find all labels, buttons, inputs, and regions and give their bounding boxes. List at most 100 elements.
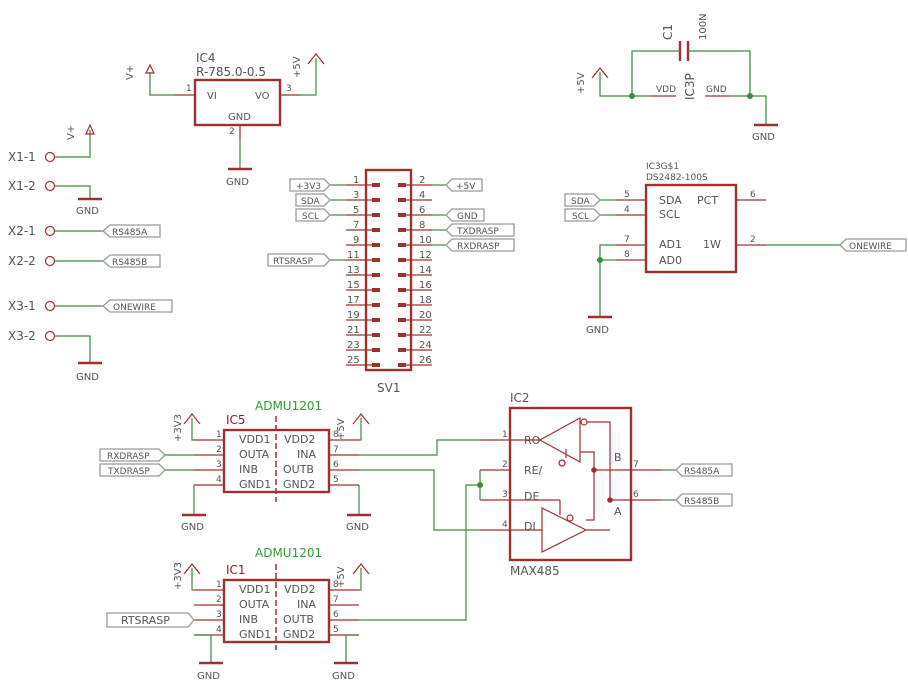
pin-label: AD1 — [659, 238, 682, 251]
net-label-text: RS485B — [684, 497, 719, 507]
driver-buffer — [541, 507, 588, 553]
net-label-gnd — [445, 208, 485, 222]
pin-label: GND1 — [239, 628, 271, 641]
net-label-sda — [295, 193, 331, 207]
connector-x2-2: X2-2 RS485B — [8, 254, 161, 268]
pin-number: 18 — [419, 295, 432, 306]
pin-number: 17 — [347, 295, 360, 306]
connector-x3-1: X3-1 ONEWIRE — [8, 299, 173, 313]
net-label-rxdrasp — [445, 238, 515, 252]
sv1-left-stubs — [346, 183, 432, 367]
gnd-label: GND — [226, 177, 249, 188]
part-name: IC3P — [683, 73, 697, 100]
pin-label: OUTB — [283, 463, 314, 476]
pin-number: 7 — [624, 235, 630, 245]
pin-number: 1 — [186, 84, 192, 94]
net-label-rtsrasp — [106, 612, 195, 628]
net-label-text: SDA — [571, 197, 590, 207]
pin-label: 1W — [703, 238, 721, 251]
part-name: IC1 — [226, 563, 246, 577]
ic3-ds2482: IC3G$1 DS2482-100S SDA SCL AD1 AD0 PCT 1… — [564, 162, 907, 336]
pin-number: 3 — [353, 190, 359, 201]
pin-number: 9 — [353, 235, 359, 246]
sv1-left-pin-numbers: 1 3 5 7 9 11 13 15 17 19 21 23 25 — [347, 175, 360, 366]
net-label-rtsrasp — [267, 253, 331, 267]
pin-label: INA — [297, 448, 316, 461]
pin-number: 25 — [347, 355, 360, 366]
pin-number: 3 — [216, 460, 222, 470]
pin-number: 5 — [333, 625, 339, 635]
net-label-text: RS485A — [112, 228, 148, 238]
supply-label: +5V — [336, 566, 347, 588]
connector-x3-2: X3-2 GND — [8, 329, 102, 383]
net-label-text: RXDRASP — [107, 452, 150, 462]
pin-number: 23 — [347, 340, 360, 351]
part-value: R-785.0-0.5 — [196, 65, 266, 79]
net-label-onewire — [102, 299, 173, 313]
pin-label: PCT — [697, 194, 718, 207]
gnd-label: GND — [332, 671, 355, 682]
pin-number: 14 — [419, 265, 432, 276]
part-name: IC5 — [226, 413, 246, 427]
v5-symbol — [352, 563, 370, 575]
part-name: SV1 — [377, 381, 400, 395]
pin-label: VDD1 — [239, 583, 270, 596]
pin-number: 6 — [750, 190, 756, 200]
pin-number: 3 — [286, 84, 292, 94]
net-label-text: SCL — [572, 212, 589, 222]
ic5-admu1201: ADMU1201 IC5 VDD1 OUTA INB GND1 VDD2 INA… — [99, 399, 371, 533]
net-label-sda — [564, 193, 601, 207]
connector-x1-2: X1-2 GND — [8, 179, 102, 217]
net-label-rs485a — [675, 463, 733, 477]
connectors: X1-1 V+ X1-2 GND X2-1 RS485A X2-2 RS485B — [8, 123, 173, 383]
pin-number: 8 — [419, 220, 425, 231]
pin-label: OUTB — [283, 613, 314, 626]
pin-number: 8 — [333, 580, 339, 590]
ic1-admu1201: ADMU1201 IC1 VDD1 OUTA INB GND1 VDD2 INA… — [106, 546, 370, 682]
pin-label: VDD2 — [284, 433, 315, 446]
pin-number: 7 — [333, 445, 339, 455]
pin-label: DI — [524, 520, 536, 533]
pin-number: 12 — [419, 250, 432, 261]
net-label-text: SCL — [302, 212, 319, 222]
pin-number: 1 — [353, 175, 359, 186]
supply-label: +3V3 — [173, 414, 184, 442]
pin-number: 11 — [347, 250, 360, 261]
gnd-label: GND — [197, 671, 220, 682]
part-value: ADMU1201 — [255, 399, 322, 413]
pin-number: 6 — [333, 460, 339, 470]
connector-label: X3-1 — [8, 299, 36, 313]
net-label-txdrasp — [99, 463, 166, 477]
pin-label: INA — [297, 598, 316, 611]
pin-label: VDD1 — [239, 433, 270, 446]
v5-symbol — [307, 53, 325, 65]
net-label-text: SDA — [301, 197, 320, 207]
pin-number: 7 — [353, 220, 359, 231]
connector-label: X1-2 — [8, 179, 36, 193]
connector-x1-1: X1-1 V+ — [8, 123, 95, 164]
pin-number: 10 — [419, 235, 432, 246]
net-label-3v3 — [289, 178, 331, 192]
part-value: MAX485 — [510, 564, 560, 578]
pin-label: DE — [524, 490, 539, 503]
connector-label: X3-2 — [8, 329, 36, 343]
ic2-max485: IC2 MAX485 RO RE/ DE DI B A 1 2 3 4 7 6 — [359, 391, 733, 621]
v5-symbol — [352, 413, 370, 425]
pin-label: SCL — [659, 208, 681, 221]
pin-label: SDA — [659, 194, 682, 207]
gnd-label: GND — [586, 325, 609, 336]
pin-label: GND — [706, 85, 727, 95]
supply-label: V+ — [66, 125, 77, 140]
pin-label: A — [614, 505, 622, 518]
connector-label: X2-2 — [8, 254, 36, 268]
gnd-label: GND — [76, 372, 99, 383]
net-label-scl — [295, 208, 331, 222]
part-name: IC2 — [510, 391, 530, 405]
net-label-rs485b — [675, 493, 733, 507]
pin-number: 6 — [333, 610, 339, 620]
pin-label: GND2 — [283, 628, 315, 641]
gnd-label: GND — [181, 522, 204, 533]
part-value: DS2482-100S — [646, 173, 708, 183]
supply-label: +5V — [292, 56, 303, 78]
pin-number: 4 — [624, 205, 630, 215]
